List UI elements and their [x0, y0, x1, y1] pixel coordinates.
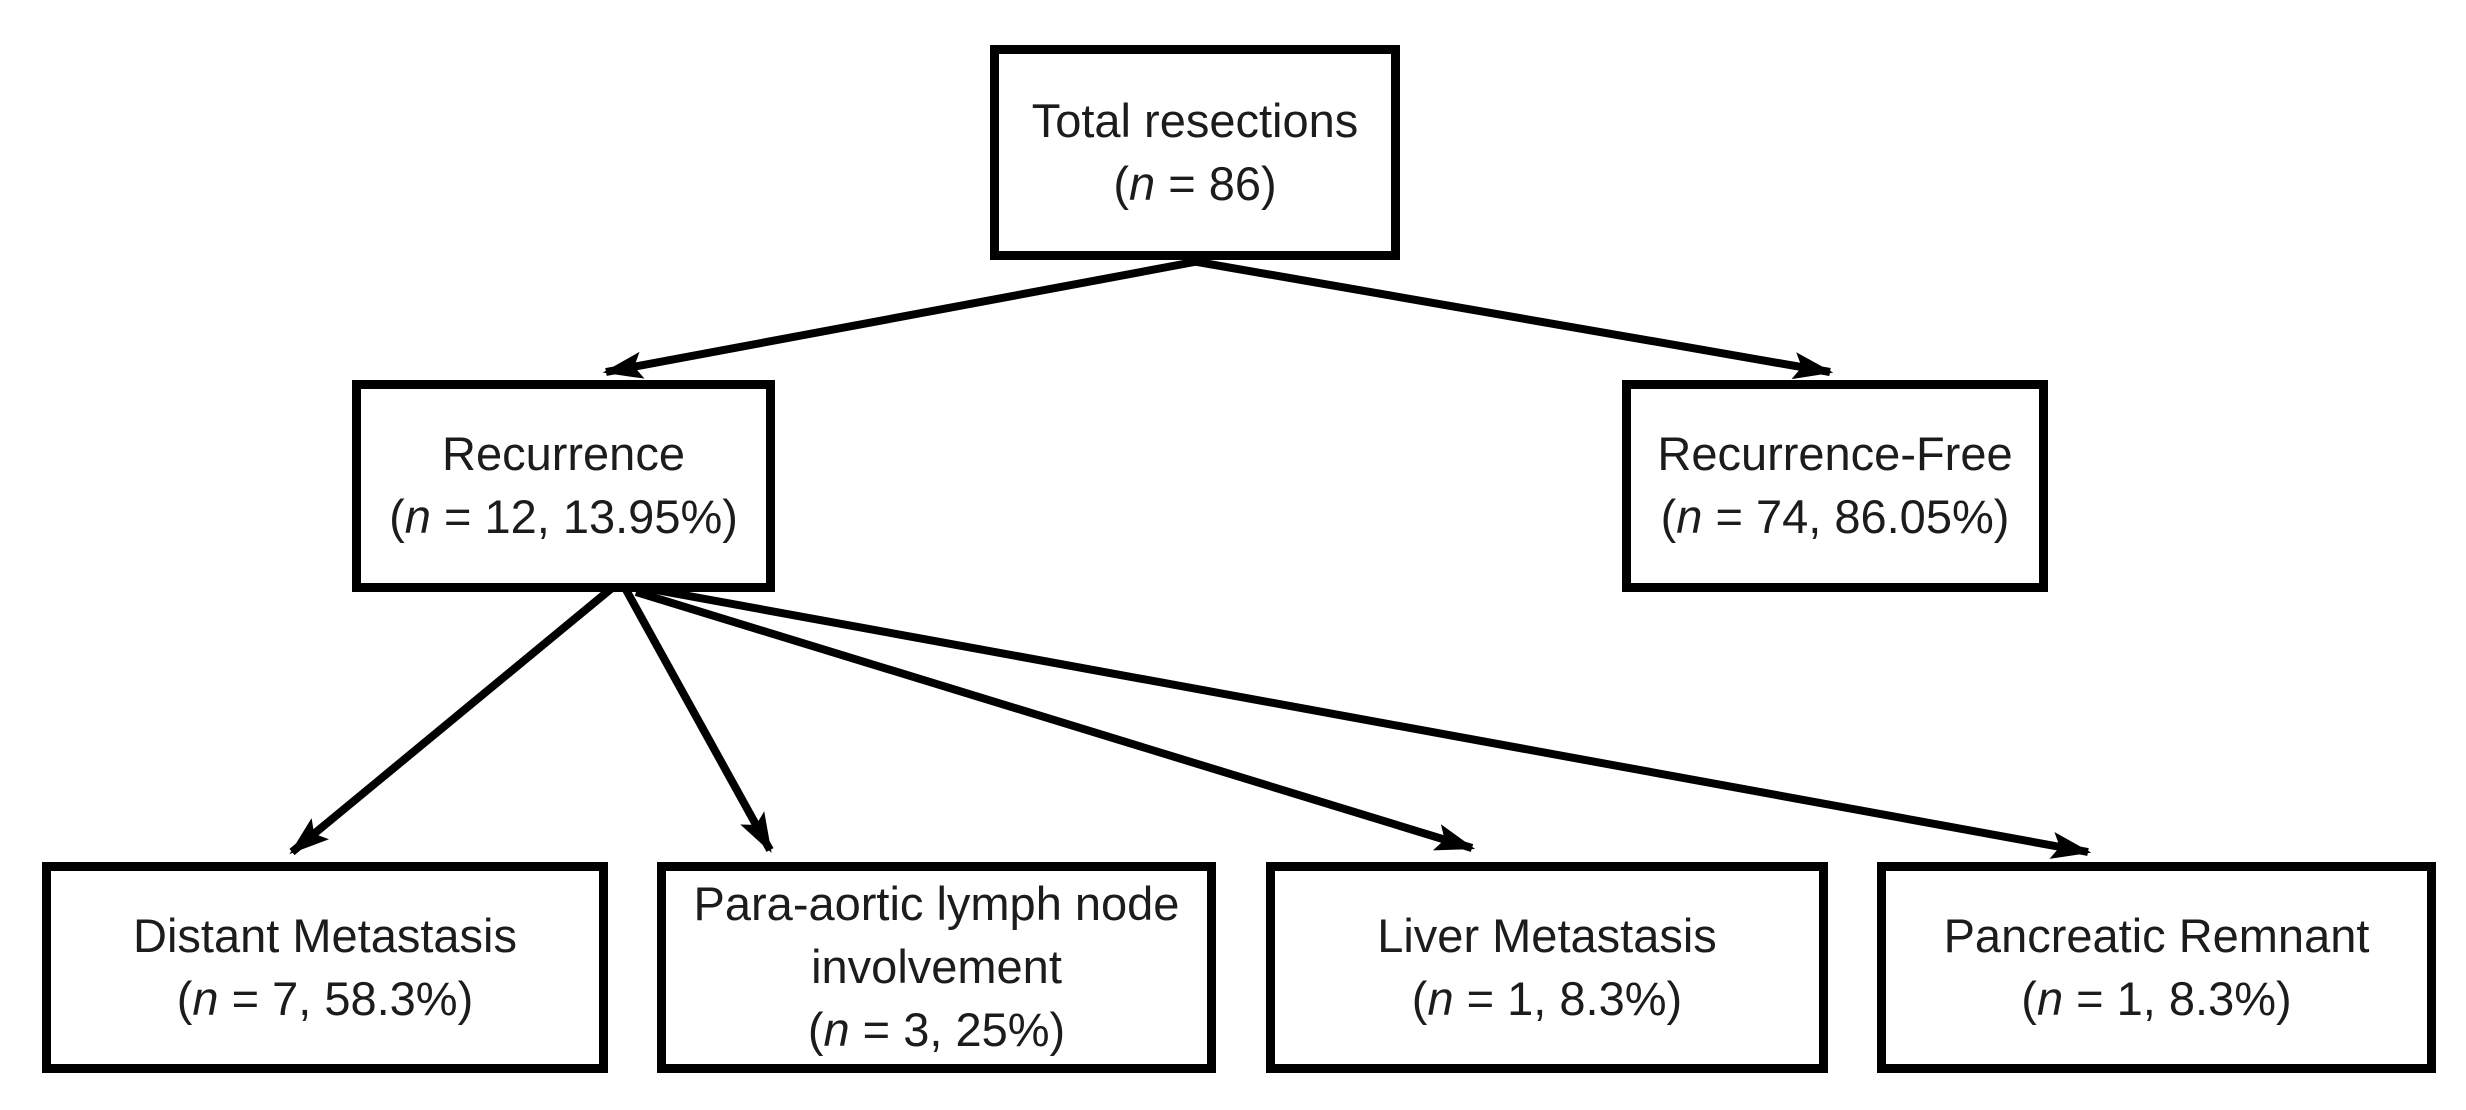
node-count: (n = 1, 8.3%): [2021, 968, 2291, 1031]
count-rest: = 1, 8.3%): [1453, 971, 1683, 1025]
node-count: (n = 86): [1113, 153, 1276, 216]
arrow-recurrence-to-para-aortic: [621, 586, 774, 853]
node-label: Pancreatic Remnant: [1943, 908, 2370, 962]
arrow-total-to-recurrence: [602, 256, 1206, 379]
node-label: Para-aortic lymph node involvement: [693, 877, 1180, 994]
node-liver-metastasis: Liver Metastasis (n = 1, 8.3%): [1266, 862, 1828, 1073]
node-distant-metastasis: Distant Metastasis (n = 7, 58.3%): [42, 862, 608, 1073]
count-n-symbol: n: [2036, 971, 2064, 1025]
count-rest: = 12, 13.95%): [430, 490, 738, 543]
count-rest: = 74, 86.05%): [1702, 490, 2010, 543]
node-total-resections: Total resections (n = 86): [990, 45, 1400, 260]
count-n-symbol: n: [1427, 971, 1454, 1025]
node-pancreatic-remnant: Pancreatic Remnant (n = 1, 8.3%): [1877, 862, 2436, 1073]
node-count: (n = 1, 8.3%): [1412, 968, 1682, 1031]
arrow-recurrence-to-pancreatic: [644, 584, 2092, 859]
count-open: (: [2021, 971, 2037, 1025]
node-recurrence-free: Recurrence-Free (n = 74, 86.05%): [1622, 380, 2048, 592]
count-open: (: [1113, 156, 1129, 210]
count-open: (: [1660, 490, 1677, 543]
node-count: (n = 12, 13.95%): [389, 486, 738, 549]
node-para-aortic-lymph-node: Para-aortic lymph node involvement (n = …: [657, 862, 1216, 1073]
arrow-recurrence-to-liver: [634, 588, 1476, 852]
node-label: Distant Metastasis: [133, 908, 517, 962]
node-recurrence: Recurrence (n = 12, 13.95%): [352, 380, 775, 592]
count-n-symbol: n: [1676, 490, 1703, 543]
count-n-symbol: n: [823, 1002, 850, 1056]
node-label: Recurrence: [442, 427, 685, 481]
count-rest: = 7, 58.3%): [218, 971, 474, 1025]
node-label: Recurrence-Free: [1657, 427, 2013, 481]
node-label: Total resections: [1031, 93, 1359, 147]
count-open: (: [389, 490, 405, 543]
count-open: (: [807, 1002, 824, 1056]
count-rest: = 86): [1155, 156, 1277, 210]
node-count: (n = 7, 58.3%): [177, 968, 474, 1031]
count-n-symbol: n: [1129, 156, 1156, 210]
count-n-symbol: n: [404, 490, 431, 543]
arrow-recurrence-to-distant: [289, 584, 615, 856]
count-rest: = 1, 8.3%): [2063, 971, 2292, 1025]
count-open: (: [176, 971, 193, 1025]
count-n-symbol: n: [192, 971, 219, 1025]
count-open: (: [1411, 971, 1428, 1025]
count-rest: = 3, 25%): [849, 1002, 1066, 1056]
node-count: (n = 74, 86.05%): [1661, 486, 2010, 549]
node-label: Liver Metastasis: [1377, 908, 1717, 962]
arrow-total-to-recurrence-free: [1185, 256, 1834, 380]
node-count: (n = 3, 25%): [808, 999, 1065, 1062]
